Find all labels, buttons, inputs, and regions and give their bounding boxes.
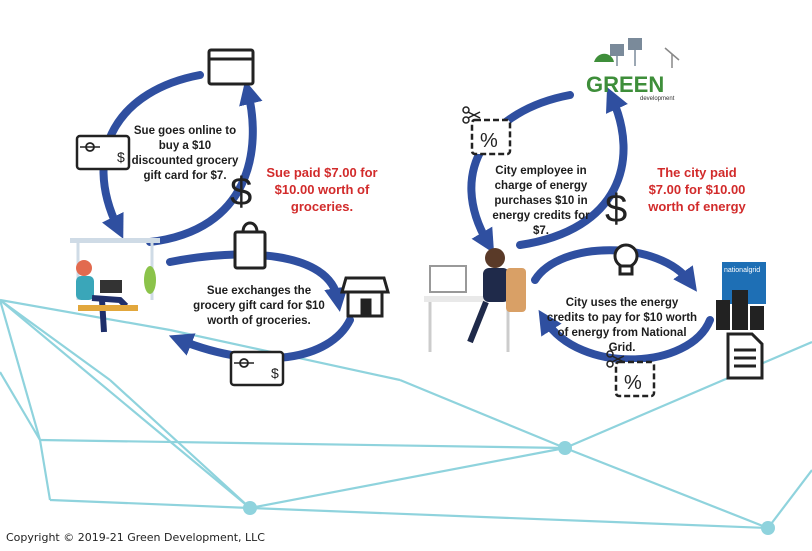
- store-icon: [340, 276, 390, 318]
- coupon-percent-top: %: [480, 130, 498, 152]
- green-development-logo: [594, 38, 680, 68]
- coupon-percent-icon-top: [462, 106, 512, 156]
- document-icon: [726, 332, 764, 380]
- green-logo-subtext: development: [640, 96, 675, 102]
- dollar-sign-icon-left: $: [230, 170, 252, 214]
- lightbulb-icon: [613, 243, 639, 276]
- left-summary-text: Sue paid $7.00 for $10.00 worth of groce…: [266, 165, 378, 214]
- sue-laptop-illustration: [70, 238, 160, 333]
- copyright-text: Copyright © 2019-21 Green Development, L…: [6, 531, 265, 544]
- coupon-percent-bottom: %: [624, 372, 642, 394]
- left-step2-text: Sue exchanges the grocery gift card for …: [193, 285, 325, 327]
- buildings-icon: [716, 290, 764, 330]
- right-step2-text: City uses the energy credits to pay for …: [546, 297, 698, 354]
- left-step1-text: Sue goes online to buy a $10 discounted …: [131, 125, 239, 182]
- shopping-bag-icon: [233, 221, 267, 270]
- coupon-percent-icon-bottom: [606, 350, 656, 398]
- network-nodes: [243, 441, 775, 535]
- network-lines: [0, 298, 812, 530]
- gift-card-dollar-top: $: [117, 149, 125, 165]
- city-employee-illustration: [424, 248, 526, 352]
- dollar-sign-icon-right: $: [605, 187, 627, 231]
- gift-card-icon-top: [75, 134, 131, 171]
- national-grid-logo-text: nationalgrid: [724, 267, 760, 274]
- right-step1-text: City employee in charge of energy purcha…: [492, 165, 590, 237]
- left-cycle-arrows: [99, 71, 354, 363]
- gift-card-dollar-bottom: $: [271, 365, 279, 381]
- right-summary-text: The city paid $7.00 for $10.00 worth of …: [648, 165, 746, 214]
- green-logo-text: GREEN: [586, 72, 664, 97]
- browser-window-icon: [207, 48, 255, 86]
- gift-card-icon-bottom: [229, 350, 285, 387]
